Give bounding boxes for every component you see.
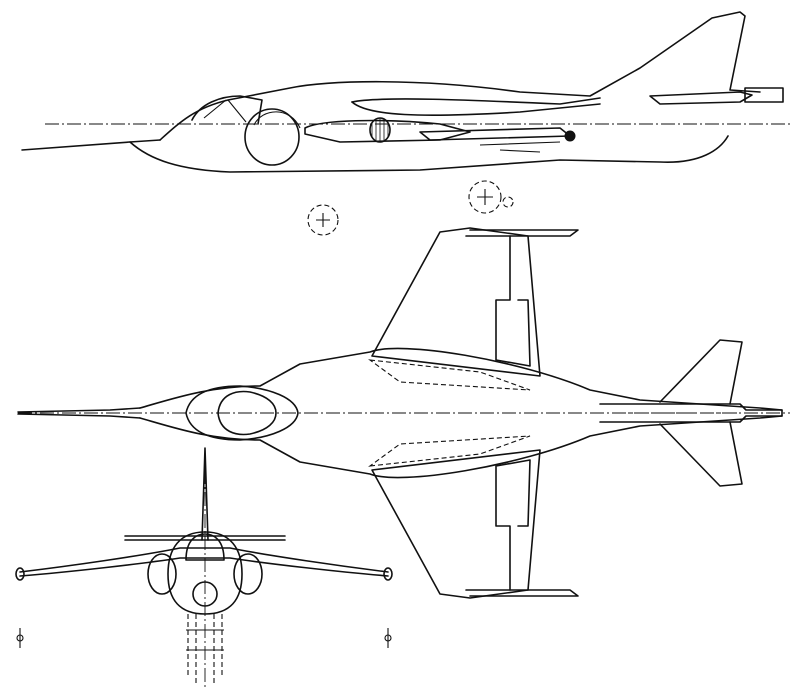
- front-view: [15, 447, 393, 690]
- side-view: [21, 11, 790, 236]
- top-view: [17, 227, 790, 599]
